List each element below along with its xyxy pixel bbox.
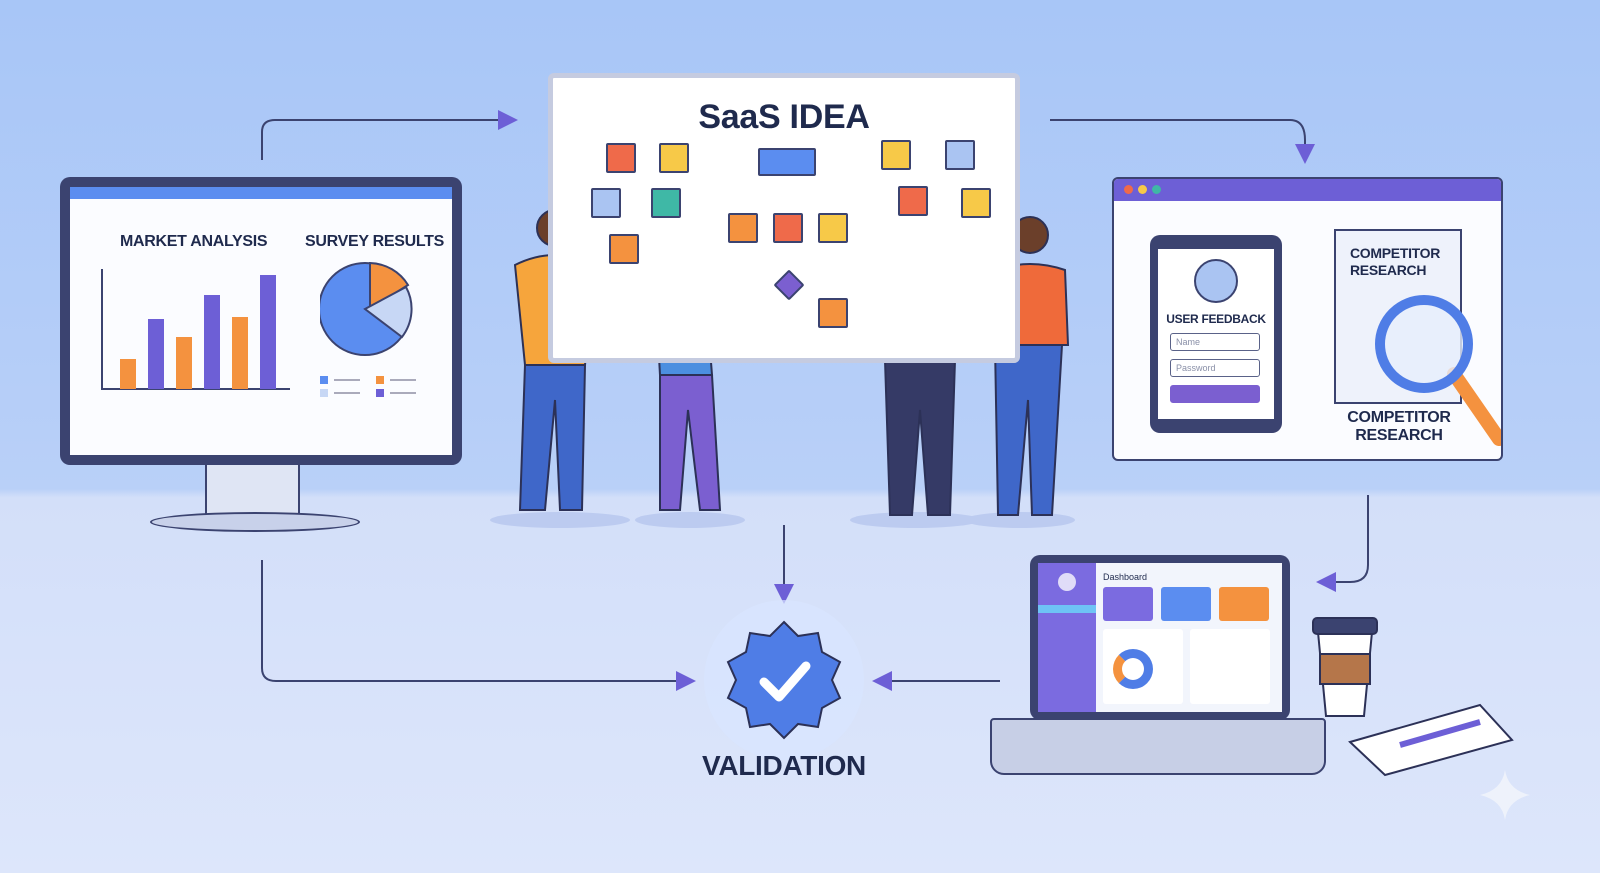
magnifier-icon	[1375, 295, 1501, 446]
coffee-cup-icon	[1312, 617, 1378, 717]
monitor-screen: MARKET ANALYSIS SURVEY RESULTS	[70, 187, 452, 455]
sticky-note	[591, 188, 621, 218]
sticky-note	[728, 213, 758, 243]
maximize-dot	[1152, 185, 1161, 194]
sticky-note	[818, 213, 848, 243]
sparkle-icon	[1480, 770, 1530, 820]
sticky-note	[961, 188, 991, 218]
user-avatar-icon	[1194, 259, 1238, 303]
arrow-monitor-to-validation	[261, 560, 696, 691]
sticky-note	[609, 234, 639, 264]
validation-label: VALIDATION	[702, 750, 866, 781]
bar	[120, 359, 136, 389]
board-title: SaaS IDEA	[698, 98, 870, 136]
sticky-note	[758, 148, 816, 176]
competitor-research-caption: COMPETITOR RESEARCH	[1347, 409, 1451, 444]
browser-titlebar	[1114, 179, 1501, 201]
document-title: COMPETITOR RESEARCH	[1350, 245, 1441, 278]
pie-chart	[320, 261, 416, 397]
sticky-note	[818, 298, 848, 328]
tablet: USER FEEDBACK Name Password	[1150, 235, 1282, 433]
close-dot	[1124, 185, 1133, 194]
name-input[interactable]: Name	[1170, 333, 1260, 351]
bar	[204, 295, 220, 389]
whiteboard: SaaS IDEA	[548, 73, 1020, 363]
bar	[260, 275, 276, 389]
arrow-monitor-to-board	[261, 110, 518, 160]
laptop: Dashboard	[1030, 555, 1290, 720]
user-feedback-title: USER FEEDBACK	[1166, 312, 1266, 326]
dashboard-screen: Dashboard	[1038, 563, 1282, 712]
dashboard-title: Dashboard	[1103, 572, 1148, 582]
diamond-shape	[773, 269, 805, 301]
bar	[176, 337, 192, 389]
minimize-dot	[1138, 185, 1147, 194]
password-input[interactable]: Password	[1170, 359, 1260, 377]
market-analysis-title: MARKET ANALYSIS	[120, 233, 268, 250]
monitor-base	[150, 512, 360, 532]
sticky-note	[651, 188, 681, 218]
sticky-note	[945, 140, 975, 170]
monitor-stand	[205, 465, 300, 517]
submit-button[interactable]	[1170, 385, 1260, 403]
survey-results-title: SURVEY RESULTS	[305, 233, 444, 250]
checkmark-badge-icon	[704, 600, 864, 760]
sticky-note	[881, 140, 911, 170]
bar	[148, 319, 164, 389]
sticky-note	[898, 186, 928, 216]
donut-chart	[1113, 649, 1153, 689]
monitor: MARKET ANALYSIS SURVEY RESULTS	[60, 177, 462, 465]
arrow-browser-to-laptop	[1316, 495, 1369, 592]
bar-chart	[101, 269, 290, 390]
notebook-icon	[1348, 703, 1514, 777]
sticky-note	[659, 143, 689, 173]
browser-window: USER FEEDBACK Name Password COMPETITOR R…	[1112, 177, 1503, 461]
sticky-note	[606, 143, 636, 173]
sticky-note	[773, 213, 803, 243]
pen-icon	[1399, 719, 1481, 748]
arrow-board-to-browser	[1050, 119, 1315, 164]
bar	[232, 317, 248, 389]
laptop-keyboard	[990, 718, 1326, 775]
